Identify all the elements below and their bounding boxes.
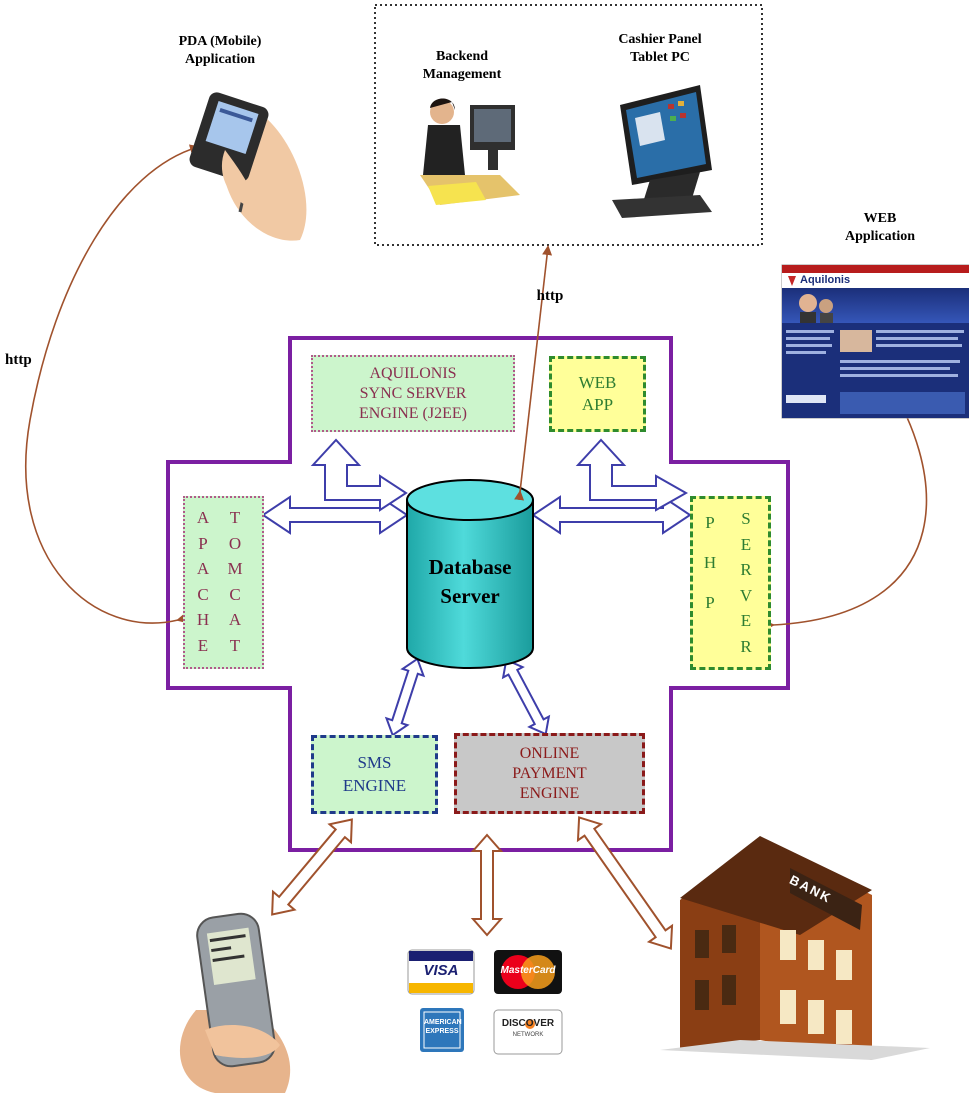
mastercard-label: MasterCard [500, 965, 556, 976]
visa-label: VISA [423, 962, 459, 979]
online-payment-label: ONLINE PAYMENT ENGINE [512, 744, 587, 802]
php-server-box: P H P S E R V E R [690, 496, 771, 670]
backend-label: Backend Management [422, 49, 502, 82]
cashier-tablet-image [612, 85, 712, 218]
server-letter: R [740, 560, 752, 580]
tomcat-letter: M [227, 559, 243, 579]
server-letter: E [740, 534, 752, 554]
web-app-box: WEB APP [549, 356, 646, 432]
sms-phone-arrow [271, 818, 353, 916]
http-top-label: http [536, 288, 564, 304]
apache-letter: E [197, 635, 209, 655]
online-payment-engine-box: ONLINE PAYMENT ENGINE [454, 733, 645, 814]
web-application-screenshot [781, 264, 969, 419]
php-letter: H [703, 553, 717, 572]
sms-engine-box: SMS ENGINE [311, 735, 438, 814]
php-column: P H P [700, 513, 720, 613]
visa-card [407, 949, 475, 995]
client-group-box [374, 4, 763, 246]
database-cylinder [406, 479, 534, 669]
tomcat-letter: T [229, 635, 241, 655]
server-letter: R [740, 636, 752, 656]
discover-card [493, 1009, 563, 1055]
server-letter: V [739, 585, 753, 605]
amex-card [420, 1008, 464, 1052]
payment-bank-arrow [576, 816, 674, 950]
website-brand: Aquilonis [800, 274, 851, 286]
discover-sub-label: NETWORK [512, 1032, 544, 1038]
server-letter: E [740, 611, 752, 631]
apache-tomcat-box: A P A C H E T O M C A T [183, 496, 264, 669]
bank-building-image [660, 836, 930, 1060]
backend-person-image [418, 95, 520, 213]
tomcat-letter: A [228, 610, 242, 630]
apache-column: A P A C H E [193, 508, 213, 656]
discover-label: DISCOVER [501, 1018, 555, 1029]
apache-letter: A [196, 508, 210, 527]
payment-cards-arrow [470, 833, 504, 937]
sync-branch-arrow [310, 438, 408, 512]
webapp-branch-arrow [575, 438, 689, 512]
tomcat-column: T O M C A T [225, 508, 245, 656]
sync-server-engine-box: AQUILONIS SYNC SERVER ENGINE (J2EE) [311, 355, 515, 432]
web-app-label: WEB APP [578, 372, 617, 414]
php-letter: P [705, 513, 715, 532]
php-letter: P [705, 593, 715, 612]
http-pda-curve [24, 144, 200, 624]
sms-engine-label: SMS ENGINE [342, 753, 407, 795]
apache-letter: C [197, 584, 209, 604]
web-application-label: WEB Application [844, 211, 915, 244]
server-letter: S [741, 509, 751, 528]
mobile-phone-image [179, 912, 291, 1093]
http-backend-line [514, 245, 553, 501]
tomcat-letter: T [229, 508, 241, 527]
server-column: S E R V E R [736, 509, 756, 657]
sync-server-label: AQUILONIS SYNC SERVER ENGINE (J2EE) [359, 364, 467, 422]
amex-label: AMERICAN EXPRESS [424, 1019, 462, 1036]
mastercard-card [494, 950, 562, 994]
apache-letter: H [196, 610, 210, 630]
pda-device-image [189, 92, 307, 241]
tomcat-letter: O [228, 533, 242, 553]
pda-label: PDA (Mobile) Application [178, 34, 262, 67]
apache-letter: P [198, 533, 208, 553]
database-server-label: Database Server [428, 555, 512, 609]
http-left-label: http [5, 352, 32, 368]
cashier-label: Cashier Panel Tablet PC [618, 32, 702, 65]
apache-letter: A [196, 559, 210, 579]
tomcat-letter: C [229, 584, 241, 604]
